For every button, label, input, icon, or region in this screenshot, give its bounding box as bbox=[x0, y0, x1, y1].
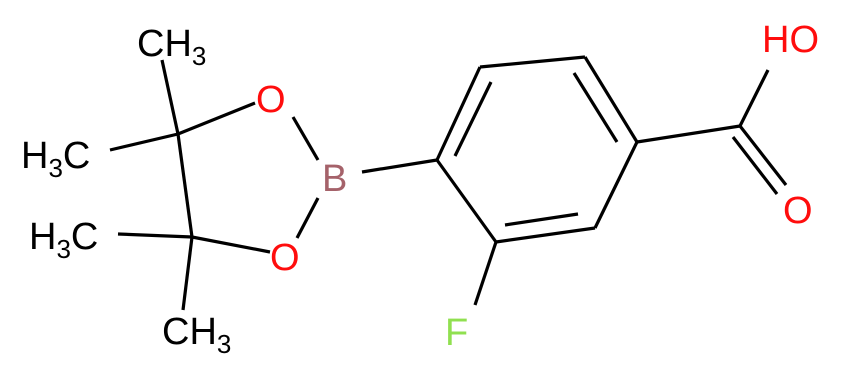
bond bbox=[738, 125, 788, 186]
bond bbox=[117, 232, 193, 239]
bond bbox=[453, 81, 493, 157]
ring-oxygen-bottom-label: O bbox=[270, 237, 300, 279]
methyl-bottom-sub: 3 bbox=[217, 329, 231, 359]
bond bbox=[435, 159, 498, 243]
bond bbox=[593, 141, 639, 229]
methyl-top-main: CH bbox=[137, 23, 192, 65]
methyl-left1-sub: 3 bbox=[48, 153, 62, 183]
carboxyl-group bbox=[636, 69, 788, 195]
bond bbox=[435, 66, 482, 161]
bond bbox=[295, 197, 320, 239]
bond bbox=[291, 116, 320, 161]
carbonyl-oxygen-label: O bbox=[783, 190, 813, 232]
methyl-left1-main: H bbox=[21, 135, 48, 177]
methyl-top-sub: 3 bbox=[192, 41, 206, 71]
bond bbox=[738, 69, 770, 127]
bond bbox=[473, 241, 498, 306]
methyl-bottom-label: CH3 bbox=[162, 311, 231, 359]
fluorine-label: F bbox=[445, 312, 468, 354]
methyl-left1-label: H3C bbox=[21, 135, 90, 183]
boron-label: B bbox=[322, 158, 347, 200]
bond bbox=[495, 226, 596, 244]
bond bbox=[191, 235, 271, 254]
bond bbox=[479, 55, 586, 69]
ring-oxygen-top-label: O bbox=[256, 79, 286, 121]
methyl-left2-label: H3C bbox=[29, 216, 98, 264]
bond bbox=[176, 133, 194, 238]
bond bbox=[572, 72, 619, 143]
methyl-left2-sub: 3 bbox=[56, 234, 70, 264]
bond bbox=[636, 124, 741, 144]
bond bbox=[109, 132, 179, 152]
bond bbox=[160, 59, 180, 135]
oh-label: HO bbox=[762, 19, 819, 61]
bond bbox=[177, 101, 256, 136]
methyl-left2-tail: C bbox=[71, 216, 98, 258]
bond bbox=[583, 56, 639, 143]
bond bbox=[504, 212, 579, 227]
methyl-left2-main: H bbox=[29, 216, 56, 258]
methyl-bottom-main: CH bbox=[162, 311, 217, 353]
methyl-bonds bbox=[109, 59, 194, 311]
methyl-top-label: CH3 bbox=[137, 23, 206, 71]
methyl-left1-tail: C bbox=[63, 135, 90, 177]
bond bbox=[361, 158, 438, 174]
bond bbox=[181, 236, 194, 311]
dioxaborolane-ring bbox=[176, 101, 320, 254]
benzene-ring bbox=[435, 55, 639, 244]
bond bbox=[731, 136, 779, 195]
